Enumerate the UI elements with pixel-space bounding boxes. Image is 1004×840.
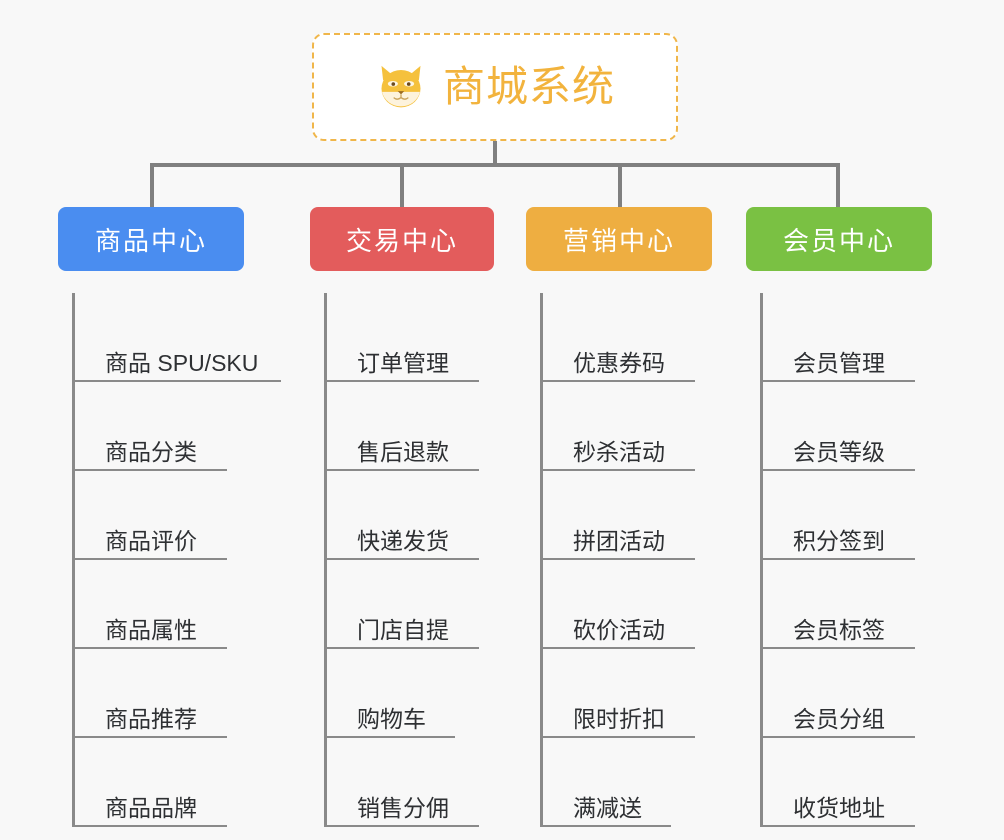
leaf-label: 收货地址 <box>793 794 885 821</box>
leaf-list-4: 会员管理 会员等级 积分签到 会员标签 会员分组 收货地址 <box>760 293 932 827</box>
leaf-underline <box>543 647 695 649</box>
leaf-item[interactable]: 商品品牌 <box>75 738 244 827</box>
leaf-item[interactable]: 满减送 <box>543 738 712 827</box>
leaf-item[interactable]: 拼团活动 <box>543 471 712 560</box>
leaf-item[interactable]: 商品评价 <box>75 471 244 560</box>
leaf-list-3: 优惠券码 秒杀活动 拼团活动 砍价活动 限时折扣 满减送 <box>540 293 712 827</box>
leaf-label: 商品评价 <box>105 527 197 554</box>
leaf-underline <box>763 469 915 471</box>
leaf-underline <box>763 558 915 560</box>
leaf-item[interactable]: 商品属性 <box>75 560 244 649</box>
leaf-item[interactable]: 订单管理 <box>327 293 494 382</box>
leaf-item[interactable]: 秒杀活动 <box>543 382 712 471</box>
leaf-item[interactable]: 会员分组 <box>763 649 932 738</box>
leaf-underline <box>75 380 281 382</box>
leaf-label: 积分签到 <box>793 527 885 554</box>
leaf-label: 门店自提 <box>357 616 449 643</box>
leaf-label: 砍价活动 <box>573 616 665 643</box>
leaf-item[interactable]: 门店自提 <box>327 560 494 649</box>
leaf-label: 购物车 <box>357 705 426 732</box>
leaf-item[interactable]: 商品 SPU/SKU <box>75 293 281 382</box>
leaf-item[interactable]: 快递发货 <box>327 471 494 560</box>
leaf-item[interactable]: 优惠券码 <box>543 293 712 382</box>
branch-column-2: 交易中心 订单管理 售后退款 快递发货 门店自提 购物车 <box>310 207 494 827</box>
leaf-underline <box>327 380 479 382</box>
leaf-underline <box>763 825 915 827</box>
leaf-underline <box>543 558 695 560</box>
branch-header-label: 商品中心 <box>94 225 207 256</box>
leaf-underline <box>75 558 227 560</box>
branch-column-1: 商品中心 商品 SPU/SKU 商品分类 商品评价 商品属性 商品推荐 <box>58 207 281 827</box>
leaf-underline <box>327 825 479 827</box>
branch-header-label: 会员中心 <box>782 225 895 256</box>
connector-drop-1 <box>150 163 154 209</box>
leaf-label: 商品属性 <box>105 616 197 643</box>
leaf-underline <box>763 380 915 382</box>
leaf-item[interactable]: 购物车 <box>327 649 494 738</box>
leaf-item[interactable]: 会员管理 <box>763 293 932 382</box>
root-title: 商城系统 <box>442 63 615 110</box>
leaf-label: 会员等级 <box>793 438 885 465</box>
leaf-list-1: 商品 SPU/SKU 商品分类 商品评价 商品属性 商品推荐 商品品牌 <box>72 293 281 827</box>
leaf-underline <box>327 469 479 471</box>
leaf-label: 销售分佣 <box>357 794 449 821</box>
leaf-item[interactable]: 收货地址 <box>763 738 932 827</box>
leaf-item[interactable]: 销售分佣 <box>327 738 494 827</box>
leaf-list-2: 订单管理 售后退款 快递发货 门店自提 购物车 销售分佣 <box>324 293 494 827</box>
leaf-underline <box>543 469 695 471</box>
leaf-label: 商品分类 <box>105 438 197 465</box>
leaf-label: 限时折扣 <box>573 705 665 732</box>
leaf-label: 商品推荐 <box>105 705 197 732</box>
shiba-dog-icon <box>381 65 421 108</box>
leaf-underline <box>327 736 455 738</box>
leaf-underline <box>543 736 695 738</box>
leaf-label: 满减送 <box>573 794 642 821</box>
leaf-underline <box>763 736 915 738</box>
branch-header-label: 交易中心 <box>345 225 458 256</box>
connector-drop-3 <box>618 163 622 209</box>
leaf-label: 优惠券码 <box>573 349 665 376</box>
leaf-underline <box>75 736 227 738</box>
leaf-item[interactable]: 会员标签 <box>763 560 932 649</box>
branch-header-label: 营销中心 <box>562 225 675 256</box>
leaf-underline <box>75 469 227 471</box>
leaf-underline <box>75 647 227 649</box>
leaf-label: 商品 SPU/SKU <box>105 349 259 376</box>
leaf-label: 订单管理 <box>357 349 449 376</box>
branch-header-4[interactable]: 会员中心 <box>746 207 932 271</box>
leaf-underline <box>543 825 671 827</box>
branch-column-4: 会员中心 会员管理 会员等级 积分签到 会员标签 会员分组 <box>746 207 932 827</box>
leaf-label: 售后退款 <box>357 438 449 465</box>
leaf-label: 会员分组 <box>793 705 885 732</box>
leaf-item[interactable]: 限时折扣 <box>543 649 712 738</box>
leaf-label: 会员标签 <box>793 616 885 643</box>
leaf-item[interactable]: 砍价活动 <box>543 560 712 649</box>
branch-header-3[interactable]: 营销中心 <box>526 207 712 271</box>
connector-root-stem <box>493 141 497 166</box>
branch-header-2[interactable]: 交易中心 <box>310 207 494 271</box>
leaf-item[interactable]: 商品推荐 <box>75 649 244 738</box>
branch-column-3: 营销中心 优惠券码 秒杀活动 拼团活动 砍价活动 限时折扣 <box>526 207 712 827</box>
leaf-label: 拼团活动 <box>573 527 665 554</box>
connector-horizontal-bus <box>150 163 840 167</box>
leaf-underline <box>75 825 227 827</box>
connector-drop-4 <box>836 163 840 209</box>
leaf-item[interactable]: 售后退款 <box>327 382 494 471</box>
leaf-label: 秒杀活动 <box>573 438 665 465</box>
leaf-underline <box>327 558 479 560</box>
leaf-underline <box>543 380 695 382</box>
leaf-label: 快递发货 <box>357 527 449 554</box>
leaf-item[interactable]: 商品分类 <box>75 382 244 471</box>
root-node[interactable]: 商城系统 <box>312 33 678 141</box>
branch-header-1[interactable]: 商品中心 <box>58 207 244 271</box>
leaf-label: 会员管理 <box>793 349 885 376</box>
leaf-item[interactable]: 积分签到 <box>763 471 932 560</box>
connector-drop-2 <box>400 163 404 209</box>
leaf-label: 商品品牌 <box>105 794 197 821</box>
leaf-item[interactable]: 会员等级 <box>763 382 932 471</box>
leaf-underline <box>327 647 479 649</box>
leaf-underline <box>763 647 915 649</box>
